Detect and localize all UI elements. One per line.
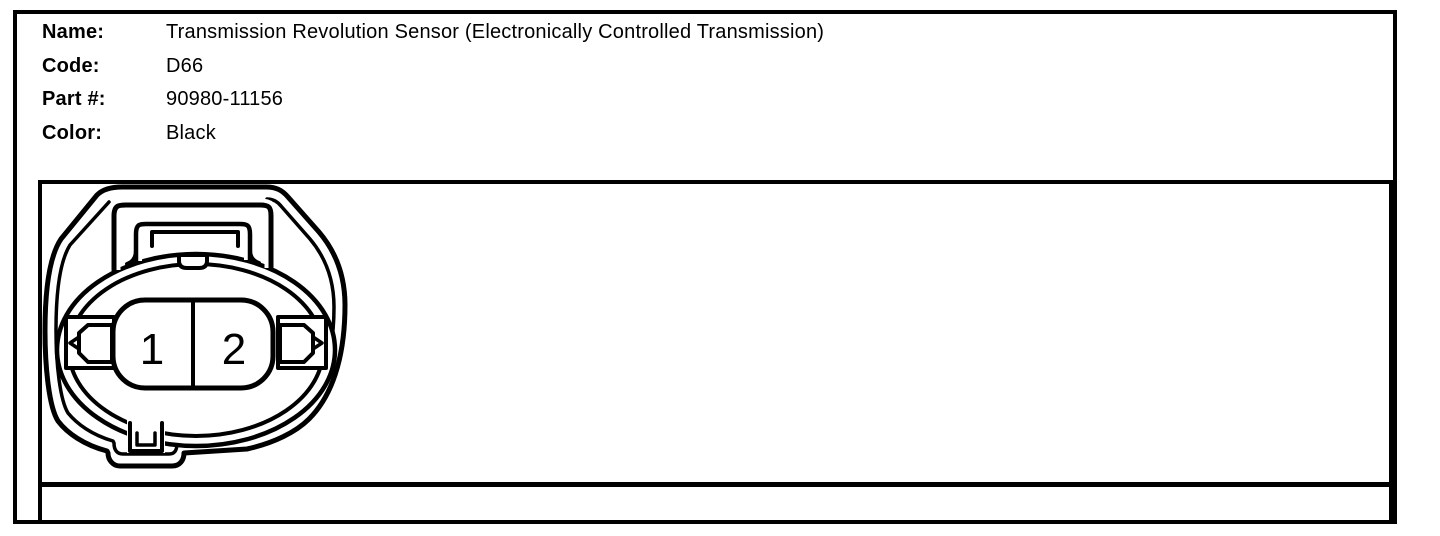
part-number-label: Part #: [42, 88, 106, 110]
left-tab [77, 323, 114, 364]
latch-bracket [150, 230, 240, 248]
color-value: Black [166, 121, 216, 144]
latch-left-foot [125, 248, 138, 266]
right-chevron [311, 335, 324, 351]
diagram-footer-row [42, 482, 1389, 520]
connector-front-view-drawing: 1 2 [42, 184, 348, 469]
left-wing [64, 315, 116, 370]
info-row-color: Color: Black [42, 122, 824, 156]
latch-inner-arch [133, 221, 253, 264]
info-row-code: Code: D66 [42, 55, 824, 89]
center-tab [177, 253, 209, 270]
name-label: Name: [42, 21, 105, 43]
color-label: Color: [42, 121, 103, 144]
left-chevron [68, 335, 81, 351]
right-wing [276, 315, 328, 370]
info-row-part-number: Part #: 90980-11156 [42, 88, 824, 122]
pin-1-number: 1 [140, 325, 164, 374]
pin-2-number: 2 [222, 325, 246, 374]
code-label: Code: [42, 54, 100, 77]
top-latch [107, 198, 278, 273]
bottom-key-slot [127, 420, 165, 453]
part-number-value: 90980-11156 [166, 88, 284, 110]
latch-right-foot [248, 248, 261, 265]
name-value: Transmission Revolution Sensor (Electron… [166, 21, 825, 43]
code-value: D66 [166, 54, 204, 77]
latch-outer-arch [111, 202, 274, 273]
right-tab [278, 323, 315, 364]
connector-info-header: Name: Transmission Revolution Sensor (El… [42, 21, 824, 155]
info-row-name: Name: Transmission Revolution Sensor (El… [42, 21, 824, 55]
